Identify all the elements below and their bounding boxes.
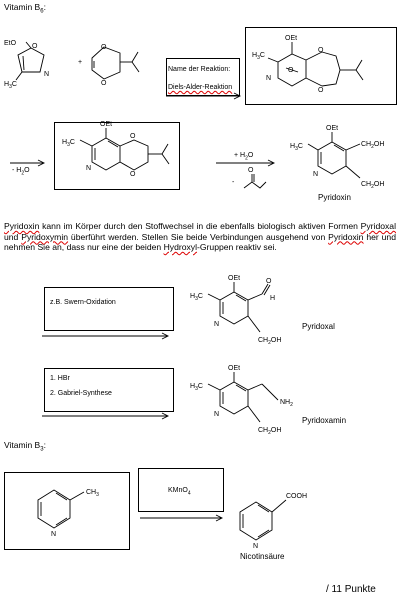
svg-text:+: + [78, 59, 82, 66]
dioxepine-molecule [91, 46, 140, 80]
svg-text:N: N [51, 531, 56, 538]
pyridoxamin-molecule [207, 372, 279, 423]
pyridoxal-molecule [207, 282, 271, 333]
svg-text:EtO: EtO [4, 40, 17, 47]
diels-alder-adduct [267, 42, 364, 87]
points-label: / 11 Punkte [326, 584, 376, 595]
svg-text:H: H [270, 295, 275, 302]
svg-text:O: O [318, 47, 324, 54]
svg-text:O: O [32, 43, 38, 50]
svg-text:CH2OH: CH2OH [361, 141, 384, 150]
svg-text:N: N [214, 411, 219, 418]
svg-text:O: O [101, 80, 107, 87]
task-paragraph: Pyridoxin kann im Körper durch den Stoff… [4, 221, 396, 253]
svg-text:N: N [86, 165, 91, 172]
svg-text:O: O [288, 67, 294, 74]
reaction-name-label: Name der Reaktion: [168, 66, 231, 73]
kmno4-reagent-label: KMnO4 [168, 487, 191, 497]
plus-water-label: + H2O [234, 152, 254, 162]
oxazole-molecule [15, 41, 45, 81]
methylpyridine-box [4, 472, 130, 550]
svg-text:N: N [253, 543, 258, 550]
svg-text:O: O [130, 133, 136, 140]
svg-text:CH2OH: CH2OH [258, 337, 281, 346]
svg-text:CH3: CH3 [86, 489, 99, 498]
pyridoxin-label: Pyridoxin [318, 193, 351, 202]
nicotinic-acid-molecule [239, 499, 287, 541]
svg-text:N: N [44, 71, 49, 78]
reaction-name-box [166, 58, 240, 96]
minus-acetone-label: - [232, 179, 235, 186]
intermediate-box [54, 122, 180, 190]
svg-text:OEt: OEt [228, 275, 240, 282]
svg-text:N: N [214, 321, 219, 328]
svg-text:O: O [101, 44, 107, 51]
kmno4-box [138, 468, 224, 512]
svg-text:O: O [130, 171, 136, 178]
pyridoxal-label: Pyridoxal [302, 322, 335, 331]
svg-text:OEt: OEt [285, 35, 297, 42]
svg-text:H3C: H3C [190, 383, 203, 392]
oxidation-box [44, 287, 174, 331]
nicotinsaeure-label: Nicotinsäure [240, 552, 285, 561]
section-title-vitamin-b3: Vitamin B3: [4, 440, 46, 453]
reaction-name-answer: Diels-Alder-Reaktion [168, 84, 233, 91]
svg-text:O: O [318, 87, 324, 94]
svg-text:N: N [266, 75, 271, 82]
svg-text:O: O [248, 167, 254, 174]
svg-text:CH2OH: CH2OH [361, 181, 384, 190]
swern-reagent-label: z.B. Swern-Oxidation [50, 299, 116, 306]
pyridoxamin-label: Pyridoxamin [302, 416, 347, 425]
svg-text:O: O [266, 278, 272, 285]
hbr-reagent-label: 1. HBr [50, 375, 70, 382]
svg-text:NH2: NH2 [280, 399, 293, 408]
svg-text:OEt: OEt [228, 365, 240, 372]
svg-text:N: N [313, 171, 318, 178]
fused-pyridine-acetal [79, 128, 170, 171]
amination-box [44, 368, 174, 412]
svg-text:H3C: H3C [4, 81, 17, 90]
svg-text:H3C: H3C [252, 52, 265, 61]
cooh-label: COOH [286, 493, 307, 500]
svg-text:OEt: OEt [326, 125, 338, 132]
pyridoxin-molecule [307, 132, 361, 179]
gabriel-reagent-label: 2. Gabriel-Synthese [50, 390, 112, 397]
minus-water-label: - H2O [12, 167, 30, 177]
svg-text:H3C: H3C [190, 293, 203, 302]
svg-text:CH2OH: CH2OH [258, 427, 281, 436]
section-title-vitamin-b6: Vitamin B6: [4, 2, 46, 15]
methylpyridine-molecule [37, 489, 85, 529]
svg-text:H3C: H3C [290, 143, 303, 152]
svg-text:OEt: OEt [100, 121, 112, 128]
adduct-box [245, 27, 397, 105]
svg-text:H3C: H3C [62, 139, 75, 148]
